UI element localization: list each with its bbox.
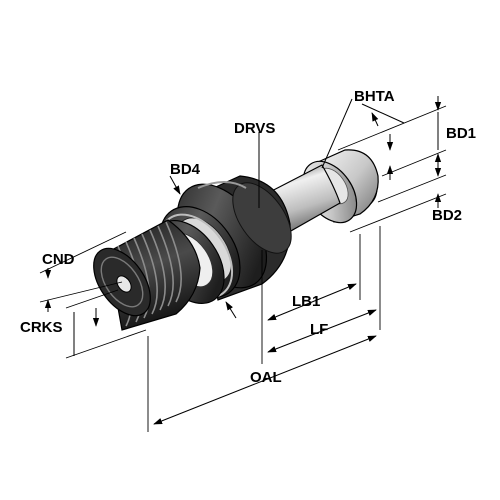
pull-stud-part <box>93 149 379 331</box>
label-crks: CRKS <box>20 319 63 336</box>
label-bd4: BD4 <box>170 161 201 178</box>
label-bhta: BHTA <box>354 88 395 105</box>
threaded-section <box>93 219 201 331</box>
dimension-labels: BHTA BD1 BD2 DRVS BD4 CND CRKS LB1 LF OA… <box>20 88 476 386</box>
label-lb1: LB1 <box>292 293 320 310</box>
label-bd1: BD1 <box>446 125 476 142</box>
label-cnd: CND <box>42 251 75 268</box>
dimension-lines <box>39 96 447 432</box>
label-drvs: DRVS <box>234 120 275 137</box>
label-oal: OAL <box>250 369 282 386</box>
label-lf: LF <box>310 321 328 338</box>
label-bd2: BD2 <box>432 207 462 224</box>
